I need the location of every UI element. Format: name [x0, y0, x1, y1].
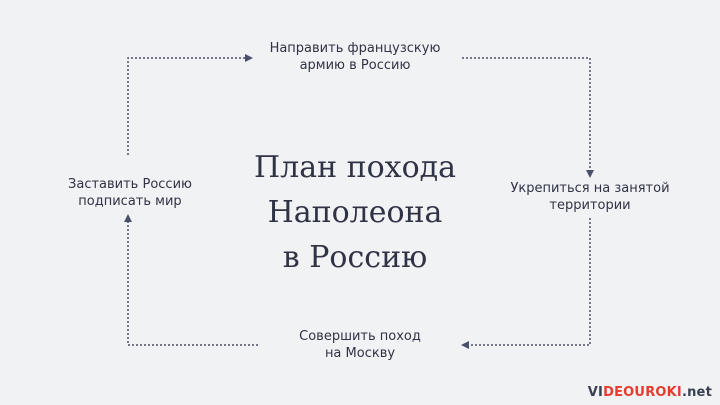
- node-send-army: Направить французскую армию в Россию: [269, 41, 441, 73]
- arrow-left-to-top: [127, 54, 253, 155]
- node-force-peace: Заставить Россию подписать мир: [68, 177, 192, 209]
- node-march-on-moscow: Совершить поход на Москву: [299, 329, 421, 361]
- arrow-bottom-to-left: [124, 214, 258, 346]
- arrow-top-to-right: [462, 57, 594, 178]
- diagram-title: План похода Наполеона в Россию: [253, 150, 457, 275]
- logo-part-1: VI: [587, 385, 604, 400]
- logo-part-3: .net: [681, 385, 712, 400]
- node-fortify-territory: Укрепиться на занятой территории: [510, 181, 670, 213]
- videouroki-logo: VIDEOUROKI.net: [588, 385, 712, 400]
- logo-part-2: DEOUROKI: [603, 385, 682, 400]
